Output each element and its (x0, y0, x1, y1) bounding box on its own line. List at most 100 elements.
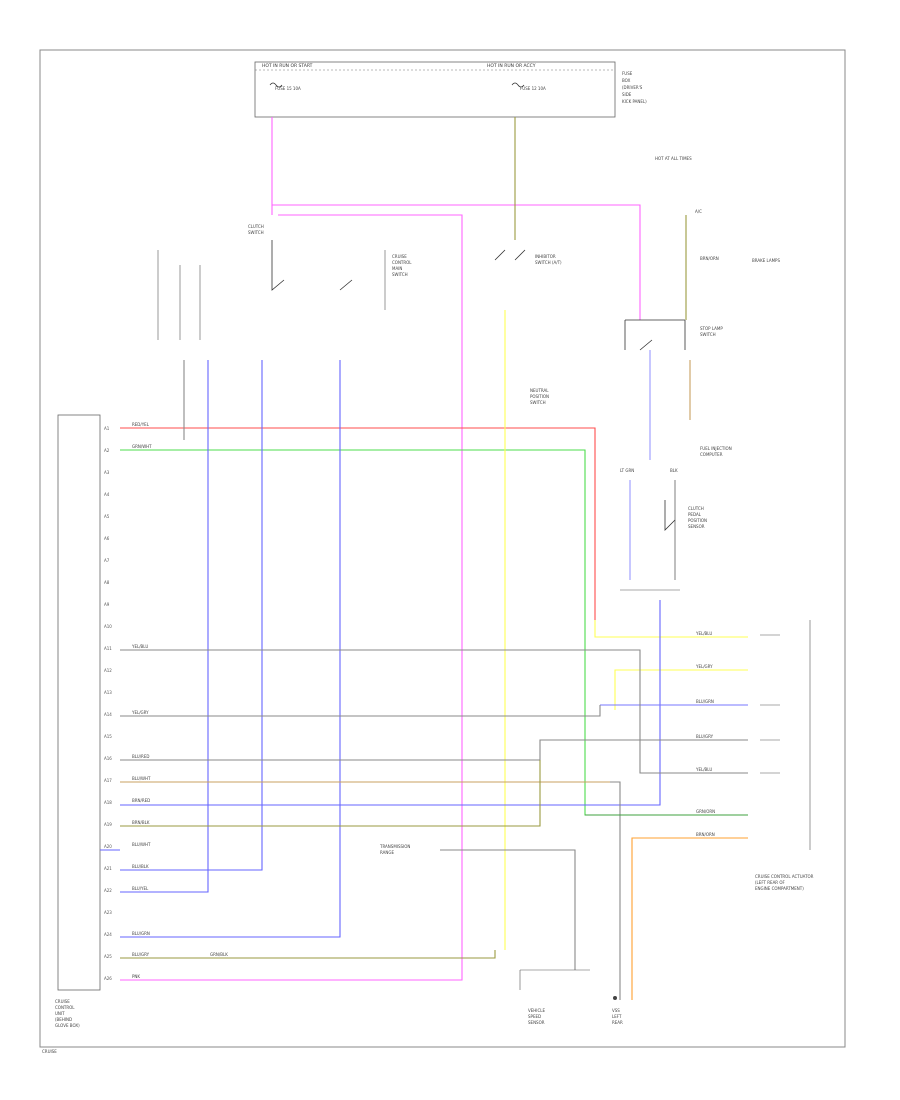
pin-label: A14 (104, 712, 112, 717)
neutral-label-1: NEUTRAL (530, 388, 549, 393)
pin-label: A4 (104, 492, 110, 497)
actuator-label-2: (LEFT REAR OF (755, 880, 786, 885)
inhibitor-label-2: SWITCH (A/T) (535, 260, 562, 265)
wire-label: YEL/GRY (131, 710, 149, 715)
wire-label: BLU/WHT (132, 776, 151, 781)
speed-sensor-icon (519, 969, 590, 990)
pin-label: A2 (104, 448, 110, 453)
clutch-sensor-label-3: POSITION (688, 518, 707, 523)
wire-blue-3 (120, 360, 341, 938)
fuse-box-label-3: (DRIVER'S (622, 85, 643, 90)
pin-label: A9 (104, 602, 110, 607)
main-switch-label-1: CRUISE (392, 254, 407, 259)
pin-label: A12 (104, 668, 112, 673)
ccu-label-3: UNIT (55, 1011, 65, 1016)
wire-label: RED/YEL (132, 422, 150, 427)
clutch-sensor-label-2: PEDAL (688, 512, 702, 517)
switch-symbols (157, 240, 811, 1000)
stop-lamp-label-1: STOP LAMP (700, 326, 723, 331)
speed-sensor-label-3: SENSOR (528, 1020, 545, 1025)
neutral-label-3: SWITCH (530, 400, 546, 405)
fuel-inj-label-1: FUEL INJECTION (700, 446, 732, 451)
wire-blue-2 (120, 360, 263, 871)
stop-lamp-label-2: SWITCH (700, 332, 716, 337)
wire-label: BLU/WHT (132, 842, 151, 847)
mid-label-1: TRANSMISSION (379, 844, 410, 849)
hot-run-accy-label: HOT IN RUN OR ACCY (487, 63, 536, 69)
vss-terminal-icon (613, 996, 617, 1000)
wire-label: PNK (132, 974, 140, 979)
wire-gray-1 (120, 649, 748, 774)
pin-label: A6 (104, 536, 110, 541)
pin-label: A25 (104, 954, 112, 959)
wire-label: YEL/BLU (695, 767, 712, 772)
fuse-1-label: FUSE 15 10A (275, 86, 301, 91)
fuse-box-label-1: FUSE (622, 71, 633, 76)
wire-blue-1 (120, 360, 209, 893)
clutch-switch-label: CLUTCH (248, 224, 264, 229)
pin-label: A17 (104, 778, 112, 783)
wire-labels: RED/YEL GRN/WHT YEL/BLU YEL/GRY BLU/RED … (131, 256, 719, 979)
pin-label: A22 (104, 888, 112, 893)
brake-lamp-label: BRAKE LAMPS (752, 258, 780, 263)
vss-label-2: LEFT (612, 1014, 622, 1019)
pin-label: A15 (104, 734, 112, 739)
main-switch-label-3: MAIN (392, 266, 402, 271)
pin-label: A10 (104, 624, 112, 629)
wire-label: BRN/RED (132, 798, 150, 803)
hot-run-start-label: HOT IN RUN OR START (262, 63, 313, 69)
clutch-switch-label-2: SWITCH (248, 230, 264, 235)
wire-gray-2 (120, 705, 601, 717)
ccu-label-5: GLOVE BOX) (55, 1023, 80, 1028)
clutch-sensor-label-4: SENSOR (688, 524, 705, 529)
wire-label: BRN/ORN (696, 832, 715, 837)
ecm-a-label: A/C (695, 209, 702, 214)
wire-olive-2 (120, 760, 541, 827)
wire-label: BLU/GRY (132, 952, 150, 957)
wire-blue-4 (120, 600, 661, 806)
wire-label: BRN/ORN (700, 256, 719, 261)
pin-label: A21 (104, 866, 112, 871)
vss-label-1: VSS (612, 1008, 620, 1013)
actuator-label-3: ENGINE COMPARTMENT) (755, 886, 804, 891)
wire-olive-3 (120, 950, 496, 959)
wire-label: BRN/BLK (132, 820, 150, 825)
wire-yellow-right (594, 620, 748, 638)
wire-label: BLK (670, 468, 678, 473)
wire-label: BLU/GRY (696, 734, 714, 739)
ccu-label-4: (BEHIND (55, 1017, 72, 1022)
wire-orange (631, 837, 748, 1000)
main-switch-label-2: CONTROL (392, 260, 412, 265)
pin-label: A18 (104, 800, 112, 805)
wire-yellow-2 (614, 669, 748, 710)
wire-label: BLU/GRN (132, 931, 150, 936)
pin-label: A5 (104, 514, 110, 519)
fuse-box: HOT IN RUN OR START HOT IN RUN OR ACCY F… (254, 61, 647, 118)
pin-label: A26 (104, 976, 112, 981)
inhibitor-switch-icon (494, 249, 526, 261)
wire-label: YEL/GRY (695, 664, 713, 669)
wire-gray-4 (120, 781, 621, 1000)
pin-label: A16 (104, 756, 112, 761)
inhibitor-label-1: INHIBITOR (535, 254, 556, 259)
pin-label: A13 (104, 690, 112, 695)
brake-switch-icon (624, 319, 686, 351)
footer-label: CRUISE (42, 1049, 57, 1054)
speed-sensor-label-1: VEHICLE (528, 1008, 545, 1013)
ccu-label-1: CRUISE (55, 999, 70, 1004)
pin-label: A20 (104, 844, 112, 849)
diagram-frame (39, 49, 846, 1048)
main-switch-label-4: SWITCH (392, 272, 408, 277)
pin-label: A19 (104, 822, 112, 827)
fuel-inj-label-2: COMPUTER (700, 452, 723, 457)
component-labels: CLUTCH SWITCH CRUISE CONTROL MAIN SWITCH… (42, 156, 814, 1054)
wire-label: BLU/RED (132, 754, 149, 759)
wire-label: BLU/YEL (132, 886, 149, 891)
main-switch-icon (339, 279, 353, 291)
wire-pink-main (271, 117, 641, 320)
wire-red (120, 427, 596, 620)
pin-label: A7 (104, 558, 110, 563)
wire-pink-right (120, 214, 463, 981)
wire-label: GRN/BLK (210, 952, 228, 957)
